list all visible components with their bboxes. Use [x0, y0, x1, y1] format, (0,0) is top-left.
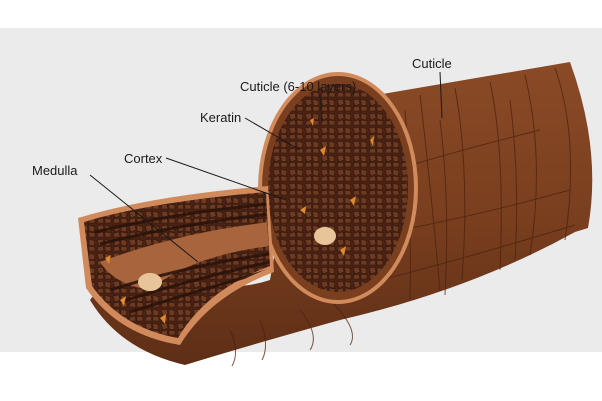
- medulla-end-left: [138, 273, 162, 291]
- label-cuticle-layers: Cuticle (6-10 layers): [240, 79, 356, 94]
- label-cortex: Cortex: [124, 151, 163, 166]
- label-medulla: Medulla: [32, 163, 78, 178]
- label-leaders: [89, 71, 443, 263]
- medulla-band: [100, 222, 270, 290]
- label-keratin: Keratin: [200, 110, 241, 125]
- cortex-section: [268, 84, 408, 292]
- medulla-end-right: [314, 227, 336, 245]
- label-cuticle: Cuticle: [412, 56, 452, 71]
- cortex-pigment: [105, 255, 166, 324]
- pigment-granules: [300, 118, 374, 256]
